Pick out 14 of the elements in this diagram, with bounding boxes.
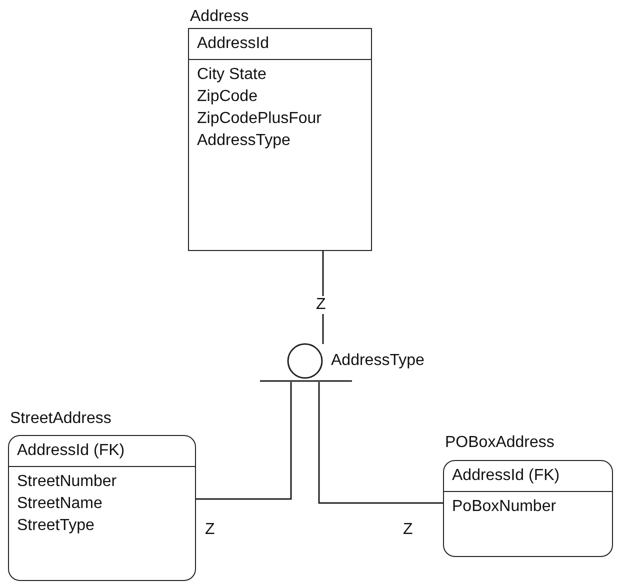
entity-name: Address <box>190 8 249 26</box>
relationship-line <box>318 382 443 504</box>
discriminator-label: AddressType <box>331 352 424 370</box>
relationship-line <box>322 251 324 344</box>
cardinality-label: Z <box>314 296 328 314</box>
primary-key: AddressId <box>189 29 371 60</box>
attribute-list: StreetNumber StreetName StreetType <box>9 467 125 541</box>
attribute-list: City State ZipCode ZipCodePlusFour AddressType <box>189 60 330 156</box>
attribute-list: PoBoxNumber <box>444 492 564 522</box>
entity-name: StreetAddress <box>10 410 112 428</box>
primary-key: AddressId (FK) <box>444 461 612 492</box>
relationship-line <box>196 382 292 500</box>
entity-name: POBoxAddress <box>445 434 554 452</box>
primary-key: AddressId (FK) <box>9 436 195 467</box>
